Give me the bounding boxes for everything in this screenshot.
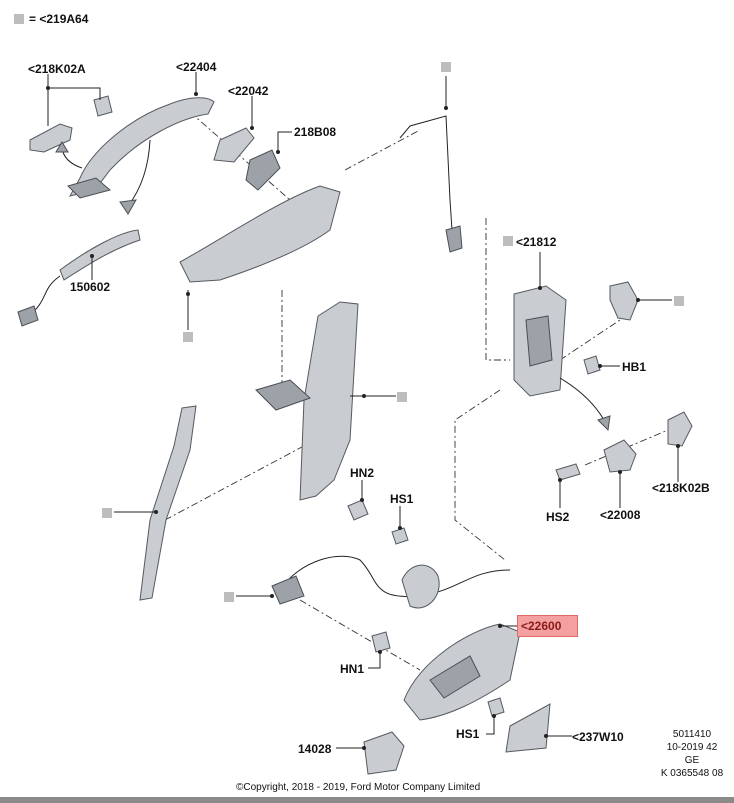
leader-hn1 bbox=[368, 652, 381, 669]
switch-14028-part bbox=[363, 731, 405, 775]
assembly-line-striker bbox=[584, 424, 681, 466]
bottom-rule bbox=[0, 797, 734, 803]
arrow-curve-latch bbox=[559, 377, 605, 421]
label-237w10[interactable]: <237W10 bbox=[572, 730, 624, 744]
inner-release-cable bbox=[279, 555, 511, 598]
label-hn2[interactable]: HN2 bbox=[350, 466, 375, 480]
marker-bracket-square-icon bbox=[674, 296, 684, 306]
marker-frame-square-icon bbox=[183, 332, 193, 342]
lock-rod-part bbox=[399, 115, 453, 231]
lock-rod-end-part bbox=[445, 225, 463, 253]
channel-bracket-part bbox=[255, 379, 311, 411]
marker-channel-square-icon bbox=[397, 392, 407, 402]
gasket-small-part bbox=[93, 95, 113, 117]
legend-text: = <219A64 bbox=[29, 12, 89, 26]
door-seal-part bbox=[139, 405, 197, 601]
handle-gasket-part bbox=[213, 127, 255, 163]
label-218k02b[interactable]: <218K02B bbox=[652, 481, 710, 495]
assembly-line-latch-bracket bbox=[559, 319, 621, 361]
label-14028[interactable]: 14028 bbox=[298, 742, 332, 756]
cable-connector-lower-part bbox=[271, 575, 305, 605]
striker-22008-part bbox=[603, 439, 637, 473]
latch-inner-part bbox=[525, 315, 553, 367]
marker-latch-square-icon bbox=[503, 236, 513, 246]
marker-cable-square-icon bbox=[224, 592, 234, 602]
arrow-head-latch-icon bbox=[597, 415, 611, 432]
copyright-text: ©Copyright, 2018 - 2019, Ford Motor Comp… bbox=[236, 782, 481, 793]
label-22404[interactable]: <22404 bbox=[176, 60, 217, 74]
handle-reinforcement-part bbox=[245, 149, 281, 191]
highlight-22600 bbox=[517, 615, 578, 637]
marker-rod-square-icon bbox=[441, 62, 451, 72]
assembly-line-rod bbox=[344, 129, 421, 171]
bezel-cover-part bbox=[29, 123, 73, 153]
cable-grommet-part bbox=[401, 564, 440, 609]
ref-code: K 0365548 08 bbox=[660, 768, 724, 779]
hs1-lower-screw-part bbox=[487, 697, 505, 717]
label-22008[interactable]: <22008 bbox=[600, 508, 641, 522]
hs1-upper-screw-part bbox=[391, 527, 409, 545]
label-hs1-lower[interactable]: HS1 bbox=[456, 727, 480, 741]
arrow-head-up-icon bbox=[55, 141, 69, 153]
label-218b08[interactable]: 218B08 bbox=[294, 125, 337, 139]
hs2-screw-part bbox=[555, 463, 581, 481]
label-22600[interactable]: <22600 bbox=[521, 619, 562, 633]
handle-base-part bbox=[67, 177, 112, 199]
assembly-line-handle bbox=[189, 111, 291, 201]
hb1-bolt-part bbox=[583, 355, 601, 375]
hn1-nut-part bbox=[371, 631, 391, 653]
trim-bezel-part bbox=[505, 703, 551, 753]
doc-number: 5011410 bbox=[672, 729, 712, 740]
striker-plate-part bbox=[667, 411, 693, 447]
region-code: GE bbox=[684, 755, 700, 766]
cable-connector-part bbox=[17, 305, 39, 327]
hn2-nut-part bbox=[347, 499, 369, 521]
leader-hs1-lower bbox=[486, 716, 495, 735]
leader-dots bbox=[46, 86, 680, 750]
window-channel-part bbox=[299, 301, 359, 501]
exterior-handle-part bbox=[69, 97, 215, 197]
assembly-line-seal bbox=[164, 439, 316, 521]
label-hs1-upper[interactable]: HS1 bbox=[390, 492, 414, 506]
arrow-head-down-icon bbox=[119, 199, 137, 215]
date-code: 10-2019 42 bbox=[666, 742, 718, 753]
document-meta: 5011410 10-2019 42 GE K 0365548 08 bbox=[652, 728, 732, 780]
handle-cable-part bbox=[59, 229, 141, 281]
label-hn1[interactable]: HN1 bbox=[340, 662, 365, 676]
label-150602[interactable]: 150602 bbox=[70, 280, 111, 294]
leader-218b08 bbox=[277, 131, 292, 152]
legend-square-icon bbox=[14, 14, 24, 24]
assembly-line-latch-down bbox=[454, 389, 506, 561]
assembly-line-latch bbox=[485, 218, 510, 361]
label-hb1[interactable]: HB1 bbox=[622, 360, 647, 374]
assembly-line-cable bbox=[299, 599, 421, 671]
label-22042[interactable]: <22042 bbox=[228, 84, 269, 98]
label-hs2[interactable]: HS2 bbox=[546, 510, 570, 524]
interior-handle-insert-part bbox=[429, 655, 481, 699]
marker-seal-square-icon bbox=[102, 508, 112, 518]
leader-218k02a bbox=[47, 74, 101, 126]
latch-bracket-part bbox=[609, 281, 639, 321]
label-218k02a-top[interactable]: <218K02A bbox=[28, 62, 86, 76]
handle-frame-part bbox=[179, 185, 341, 283]
label-21812[interactable]: <21812 bbox=[516, 235, 557, 249]
